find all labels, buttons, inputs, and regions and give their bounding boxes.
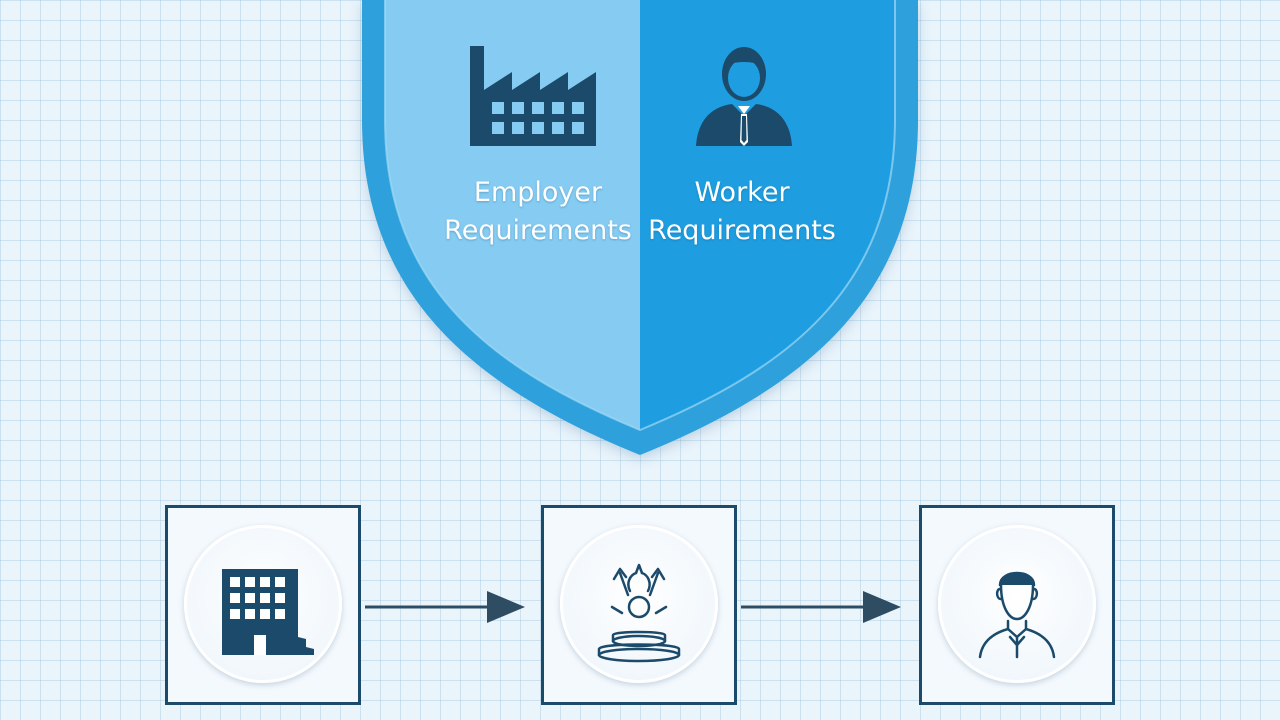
process-platform-icon (597, 563, 681, 663)
factory-icon (470, 46, 596, 146)
worker-label-line2: Requirements (648, 215, 836, 246)
step-circle (938, 525, 1096, 683)
office-building-icon (222, 569, 314, 655)
step-box-employer (165, 505, 361, 705)
shield-right-half (640, 0, 895, 430)
worker-requirements-label: Worker Requirements (642, 174, 842, 250)
employer-label-line2: Requirements (444, 215, 632, 246)
step-box-worker (919, 505, 1115, 705)
worker-label-line1: Worker (694, 177, 790, 208)
step-box-process (541, 505, 737, 705)
step-circle (184, 525, 342, 683)
employer-requirements-label: Employer Requirements (438, 174, 638, 250)
step-circle (560, 525, 718, 683)
worker-icon (696, 47, 792, 146)
person-icon (978, 571, 1056, 659)
flow-arrow-1 (365, 591, 525, 623)
flow-arrow-2 (741, 591, 901, 623)
shield-graphic (362, 0, 918, 455)
employer-label-line1: Employer (473, 177, 603, 208)
